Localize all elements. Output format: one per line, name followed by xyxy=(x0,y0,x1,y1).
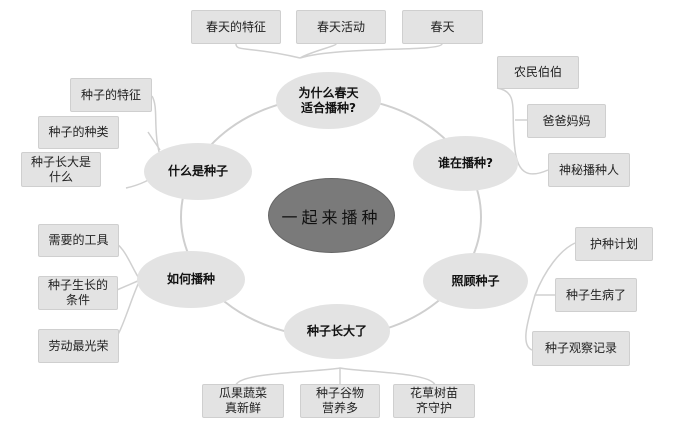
connector-why-spring xyxy=(235,43,443,59)
branch-care: 照顾种子 xyxy=(423,253,528,309)
leaf-observation-record: 种子观察记录 xyxy=(532,331,630,366)
branch-how-sow: 如何播种 xyxy=(137,251,245,308)
leaf-parents: 爸爸妈妈 xyxy=(527,104,606,138)
branch-what-seed: 什么是种子 xyxy=(144,143,252,200)
leaf-seed-types: 种子的种类 xyxy=(38,116,119,149)
leaf-protect-plan: 护种计划 xyxy=(575,227,653,261)
leaf-plants-trees: 花草树苗 齐守护 xyxy=(393,384,475,418)
branch-who-sows: 谁在播种? xyxy=(413,136,518,191)
branch-grown: 种子长大了 xyxy=(284,304,390,359)
leaf-spring-activities: 春天活动 xyxy=(296,10,386,44)
leaf-fruits-vegetables: 瓜果蔬菜 真新鲜 xyxy=(202,384,284,418)
leaf-seed-sick: 种子生病了 xyxy=(555,278,637,312)
central-topic: 一起来播种 xyxy=(268,178,395,253)
leaf-farmer: 农民伯伯 xyxy=(497,56,579,89)
connector-grown xyxy=(235,367,436,386)
leaf-growth-conditions: 种子生长的 条件 xyxy=(38,276,118,310)
connector-who-sows xyxy=(496,87,549,175)
connector-care xyxy=(525,242,576,351)
leaf-seed-grows-into: 种子长大是 什么 xyxy=(21,152,101,187)
leaf-mystery-sower: 神秘播种人 xyxy=(548,153,630,187)
leaf-labor-glory: 劳动最光荣 xyxy=(38,329,119,363)
leaf-tools: 需要的工具 xyxy=(38,224,119,257)
leaf-spring-features: 春天的特征 xyxy=(191,10,281,44)
leaf-spring: 春天 xyxy=(402,10,483,44)
leaf-grains: 种子谷物 营养多 xyxy=(300,384,380,418)
leaf-seed-features: 种子的特征 xyxy=(70,78,152,112)
branch-why-spring: 为什么春天 适合播种? xyxy=(276,72,381,129)
